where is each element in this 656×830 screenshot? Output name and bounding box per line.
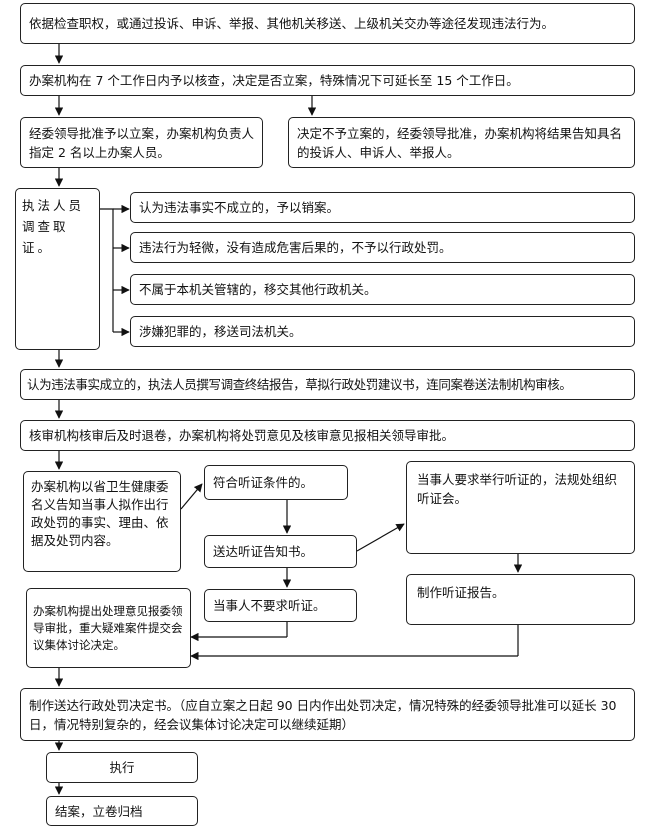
step-discover-violation: 依据检查职权，或通过投诉、申诉、举报、其他机关移送、上级机关交办等途径发现违法行… bbox=[20, 3, 635, 44]
outcome-no-penalty: 违法行为轻微，没有造成危害后果的，不予以行政处罚。 bbox=[130, 232, 635, 263]
step-notify-party: 办案机构以省卫生健康委名义告知当事人拟作出行政处罚的事实、理由、依据及处罚内容。 bbox=[23, 471, 181, 572]
outcome-transfer-judicial: 涉嫌犯罪的，移送司法机关。 bbox=[130, 316, 635, 347]
step-hearing-eligible: 符合听证条件的。 bbox=[204, 465, 348, 500]
step-reject-case: 决定不予立案的，经委领导批准，办案机构将结果告知具名的投诉人、申诉人、举报人。 bbox=[288, 117, 635, 168]
step-execute: 执行 bbox=[46, 752, 198, 783]
step-hold-hearing: 当事人要求举行听证的，法规处组织听证会。 bbox=[406, 461, 635, 554]
connector-b5-branches bbox=[100, 208, 114, 332]
outcome-transfer-agency: 不属于本机关管辖的，移交其他行政机关。 bbox=[130, 274, 635, 305]
step-investigation: 执法人员调查取证。 bbox=[15, 188, 100, 350]
step-hearing-report: 制作听证报告。 bbox=[406, 574, 635, 625]
step-approve-case: 经委领导批准予以立案，办案机构负责人指定 2 名以上办案人员。 bbox=[20, 117, 263, 168]
step-investigation-report: 认为违法事实成立的，执法人员撰写调查终结报告，草拟行政处罚建议书，连同案卷送法制… bbox=[20, 369, 635, 400]
step-penalty-decision: 制作送达行政处罚决定书。（应自立案之日起 90 日内作出处罚决定，情况特殊的经委… bbox=[20, 688, 635, 741]
step-close-archive: 结案，立卷归档 bbox=[46, 796, 198, 826]
arrow-b15-b14 bbox=[356, 523, 405, 552]
step-leader-decision: 办案机构提出处理意见报委领导审批，重大疑难案件提交会议集体讨论决定。 bbox=[26, 588, 191, 668]
step-review-approval: 核审机构核审后及时退卷，办案机构将处罚意见及核审意见报相关领导审批。 bbox=[20, 420, 635, 451]
outcome-case-withdrawn: 认为违法事实不成立的，予以销案。 bbox=[130, 192, 635, 223]
step-no-hearing: 当事人不要求听证。 bbox=[204, 589, 357, 622]
arrow-b12-b13 bbox=[180, 483, 203, 510]
step-verify-case: 办案机构在 7 个工作日内予以核查，决定是否立案，特殊情况下可延长至 15 个工… bbox=[20, 65, 635, 96]
step-hearing-notice: 送达听证告知书。 bbox=[204, 535, 357, 568]
